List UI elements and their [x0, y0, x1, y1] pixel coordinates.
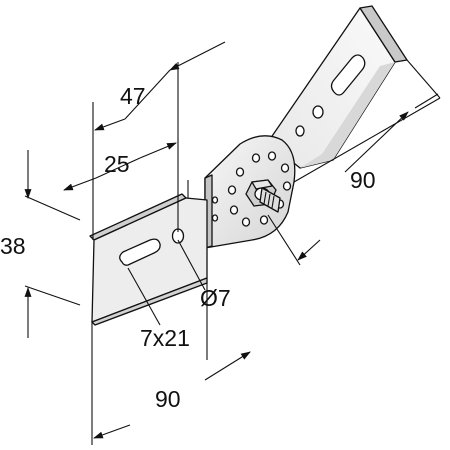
- upper-slot: [330, 54, 366, 96]
- lower-slot: [119, 238, 161, 266]
- bolt-leader: [267, 214, 301, 266]
- dim-slot-size: 7x21: [140, 325, 190, 351]
- dim-hole-diameter: Ø7: [200, 285, 231, 311]
- dimension-labels: 47 25 38 Ø7 7x21 90 90: [0, 83, 376, 412]
- hole-circle: [227, 151, 292, 227]
- dim-38: 38: [0, 233, 26, 259]
- upper-hole: [312, 105, 324, 119]
- dim-47: 47: [120, 83, 146, 109]
- dimension-lines: [24, 41, 439, 439]
- dim-25: 25: [104, 151, 130, 177]
- extension-lines: [24, 59, 441, 445]
- dim-90-right: 90: [350, 167, 376, 193]
- hole-leader: [177, 239, 206, 291]
- dim-90-bottom: 90: [155, 386, 181, 412]
- bolt-nut: [245, 179, 281, 213]
- slot-leader: [127, 267, 161, 326]
- upper-arm-plate: [267, 5, 408, 169]
